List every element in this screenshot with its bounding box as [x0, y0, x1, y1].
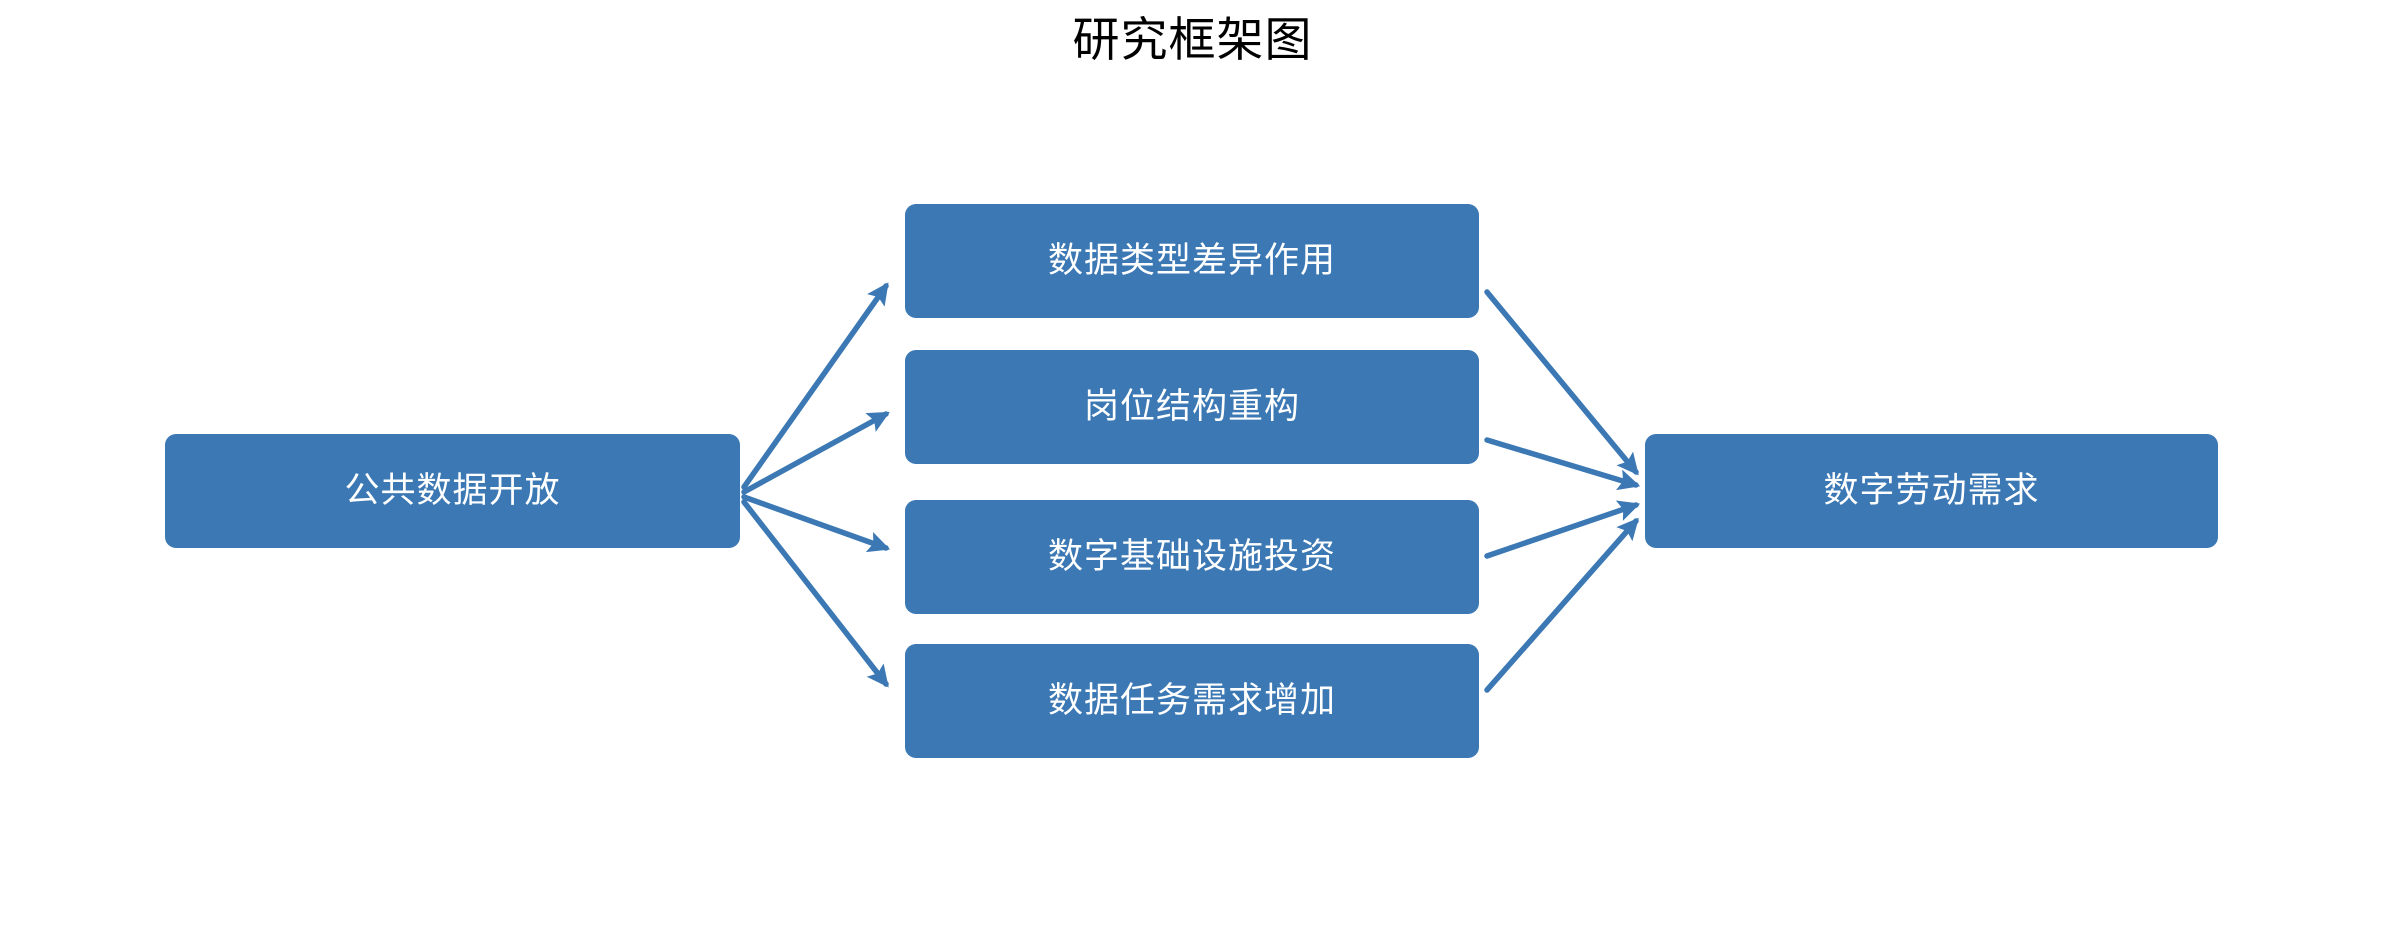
node-digital-labor-demand[interactable]: 数字劳动需求 — [1645, 434, 2218, 548]
node-job-structure-reconstruction[interactable]: 岗位结构重构 — [905, 350, 1479, 464]
edge-mediator-1-to-outcome — [1484, 289, 1639, 476]
edge-mediator-2-to-outcome — [1484, 437, 1641, 491]
edge-source-to-mediator-3 — [741, 494, 891, 553]
page-title: 研究框架图 — [1072, 13, 1313, 66]
edge-mediator-4-to-outcome — [1484, 517, 1639, 693]
node-digital-infrastructure-investment[interactable]: 数字基础设施投资 — [905, 500, 1479, 614]
edge-source-to-mediator-1 — [741, 282, 889, 490]
edge-mediator-3-to-outcome — [1484, 500, 1641, 559]
node-data-task-demand-increase[interactable]: 数据任务需求增加 — [905, 644, 1479, 758]
node-data-type-difference-effect[interactable]: 数据类型差异作用 — [905, 204, 1479, 318]
edge-source-to-mediator-2 — [741, 411, 890, 495]
edge-source-to-mediator-4 — [741, 499, 889, 688]
node-public-data-open[interactable]: 公共数据开放 — [165, 434, 740, 548]
